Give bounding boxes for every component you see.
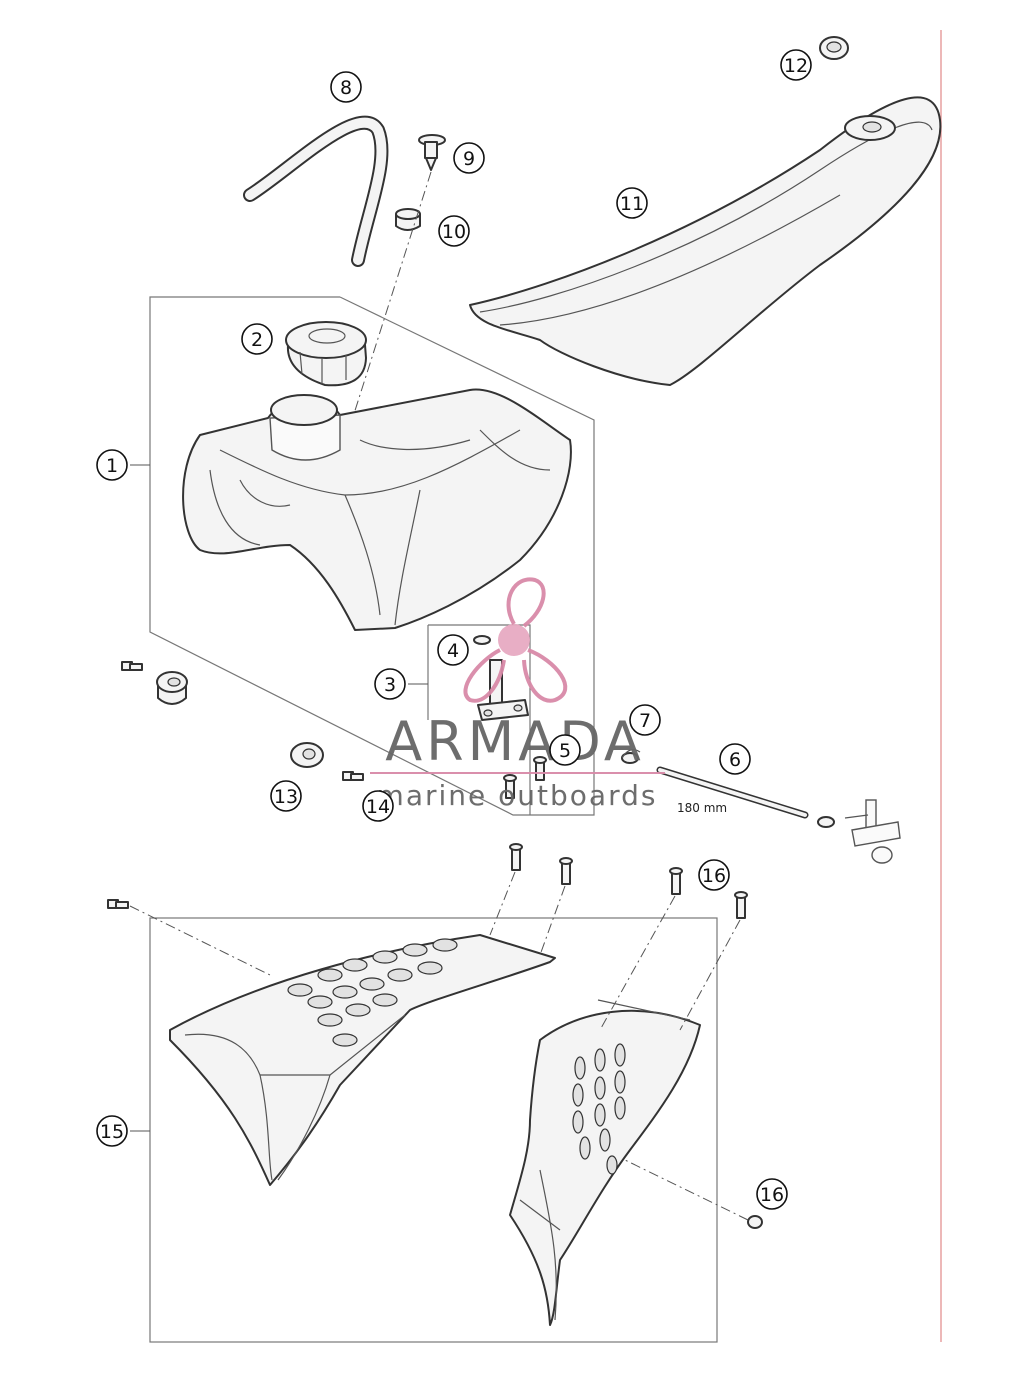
tap-group-frame bbox=[428, 624, 531, 815]
callout-number: 14 bbox=[366, 796, 390, 818]
rubber-bush-13 bbox=[290, 742, 324, 768]
callout-c4: 4 bbox=[437, 634, 469, 666]
propeller-logo-icon bbox=[463, 577, 568, 703]
fuel-hose bbox=[243, 115, 389, 267]
fuel-tap-reference bbox=[844, 799, 901, 864]
watermark-tagline: marine outboards bbox=[377, 779, 658, 812]
callout-number: 8 bbox=[340, 77, 352, 99]
callout-c8: 8 bbox=[330, 71, 362, 103]
callout-c7: 7 bbox=[629, 704, 661, 736]
fuel-line bbox=[656, 766, 809, 819]
callout-c5: 5 bbox=[549, 734, 581, 766]
callout-circle bbox=[362, 790, 394, 822]
callout-circle bbox=[96, 449, 128, 481]
callout-c15: 15 bbox=[96, 1115, 128, 1147]
callout-c11: 11 bbox=[616, 187, 648, 219]
shield-screws bbox=[107, 843, 763, 1229]
callout-c12: 12 bbox=[780, 49, 812, 81]
callout-circle bbox=[437, 634, 469, 666]
callout-circle bbox=[241, 323, 273, 355]
callout-circle bbox=[96, 1115, 128, 1147]
hose-clamp-right bbox=[817, 816, 835, 828]
callout-number: 4 bbox=[447, 640, 459, 662]
tap-screws bbox=[503, 756, 547, 799]
callout-number: 13 bbox=[274, 786, 298, 808]
callout-number: 6 bbox=[729, 749, 741, 771]
callout-number: 1 bbox=[106, 455, 118, 477]
seat bbox=[469, 96, 942, 386]
callout-circle bbox=[698, 859, 730, 891]
callout-circle bbox=[756, 1178, 788, 1210]
tank-group-frame bbox=[149, 296, 595, 816]
hose-length-label: 180 mm bbox=[677, 801, 727, 815]
armada-watermark: ARMADA marine outboards bbox=[370, 577, 665, 812]
filler-cap bbox=[285, 321, 367, 387]
callout-number: 11 bbox=[620, 193, 644, 215]
callout-number: 12 bbox=[784, 55, 808, 77]
callout-c14: 14 bbox=[362, 790, 394, 822]
callout-circle bbox=[453, 142, 485, 174]
callout-number: 16 bbox=[702, 865, 726, 887]
mounting-bolt-left bbox=[121, 661, 143, 671]
left-radiator-shield bbox=[169, 934, 556, 1186]
callout-c16a: 16 bbox=[698, 859, 730, 891]
valve-assembly-line bbox=[351, 171, 432, 421]
callout-c3: 3 bbox=[374, 668, 406, 700]
callout-number: 10 bbox=[442, 221, 466, 243]
callout-circle bbox=[549, 734, 581, 766]
callout-circle bbox=[270, 780, 302, 812]
callout-c16b: 16 bbox=[756, 1178, 788, 1210]
right-shield-vents bbox=[572, 1043, 626, 1175]
callout-number: 7 bbox=[639, 710, 651, 732]
callout-number: 15 bbox=[100, 1121, 124, 1143]
callout-c2: 2 bbox=[241, 323, 273, 355]
callout-number: 3 bbox=[384, 674, 396, 696]
callout-c1: 1 bbox=[96, 449, 128, 481]
callout-c13: 13 bbox=[270, 780, 302, 812]
shield-assembly-lines bbox=[129, 871, 749, 1221]
callout-circle bbox=[330, 71, 362, 103]
callout-circle bbox=[719, 743, 751, 775]
left-shield-vents bbox=[287, 938, 458, 1047]
callout-number: 16 bbox=[760, 1184, 784, 1206]
callout-circle bbox=[780, 49, 812, 81]
rubber-bush-left bbox=[156, 671, 188, 705]
callout-c6: 6 bbox=[719, 743, 751, 775]
fuel-tank bbox=[182, 388, 572, 631]
callout-c9: 9 bbox=[453, 142, 485, 174]
callout-number: 2 bbox=[251, 329, 263, 351]
callout-number: 9 bbox=[463, 148, 475, 170]
hose-clamp-7 bbox=[621, 748, 641, 764]
callout-circle bbox=[438, 215, 470, 247]
watermark-brand: ARMADA bbox=[385, 710, 645, 773]
seat-ring-fastener bbox=[819, 36, 849, 60]
bolt-14 bbox=[342, 771, 364, 781]
breather-valve bbox=[418, 134, 446, 171]
rubber-grommet bbox=[395, 208, 421, 231]
callout-circle bbox=[374, 668, 406, 700]
callout-number: 5 bbox=[559, 740, 571, 762]
right-radiator-shield bbox=[509, 999, 701, 1326]
callout-circle bbox=[629, 704, 661, 736]
callout-circle bbox=[616, 187, 648, 219]
shield-group-frame bbox=[149, 917, 718, 1343]
callout-c10: 10 bbox=[438, 215, 470, 247]
